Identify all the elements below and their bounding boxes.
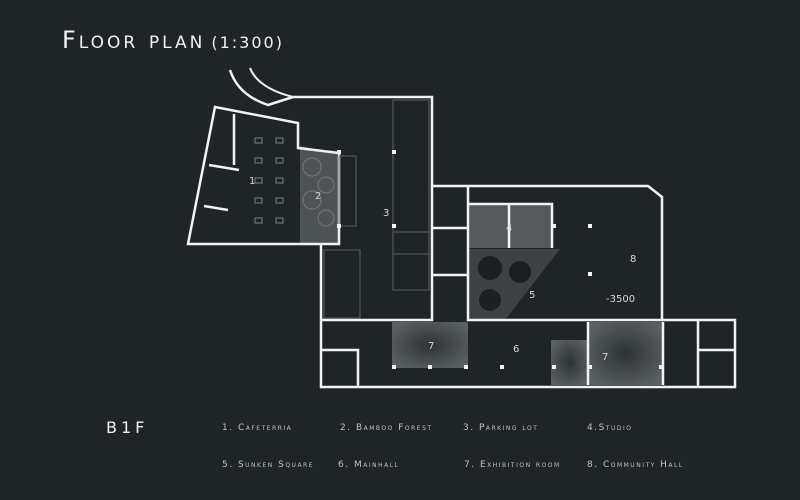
tree-icons — [302, 157, 335, 227]
columns — [337, 150, 663, 369]
label-exhibition-left: 7 — [428, 341, 434, 352]
label-cafeteria: 1 — [249, 176, 255, 187]
label-community-hall: 8 — [630, 254, 636, 265]
legend-item: 4.Studio — [587, 423, 633, 433]
scale-text: (1:300) — [211, 33, 284, 52]
legend-item: 7. Exhibition room — [464, 460, 561, 470]
legend-item: 8. Community Hall — [587, 460, 684, 470]
floor-label: B1F — [106, 418, 149, 437]
page-title: Floor plan (1:300) — [62, 26, 284, 54]
legend-item: 3. Parking lot — [463, 423, 539, 433]
exhibition-room-left — [392, 322, 468, 368]
parking-stalls — [323, 99, 430, 319]
legend-item: 6. Mainhall — [338, 460, 400, 470]
label-bamboo-forest: 2 — [315, 191, 321, 202]
level-label: -3500 — [606, 294, 635, 305]
label-mainhall: 6 — [513, 344, 519, 355]
exhibition-room-right — [588, 322, 663, 385]
exhibition-annex — [551, 340, 588, 385]
legend-item: 5. Sunken Square — [222, 460, 315, 470]
title-text: Floor plan — [62, 26, 206, 54]
label-exhibition-right: 7 — [602, 352, 608, 363]
label-parking: 3 — [383, 208, 389, 219]
sunken-trees — [478, 256, 531, 311]
label-studio: 4 — [506, 223, 512, 234]
label-sunken-square: 5 — [529, 290, 535, 301]
cafeteria-tables — [254, 137, 284, 224]
legend-item: 1. Cafeterria — [222, 423, 293, 433]
legend-item: 2. Bamboo Forest — [340, 423, 433, 433]
